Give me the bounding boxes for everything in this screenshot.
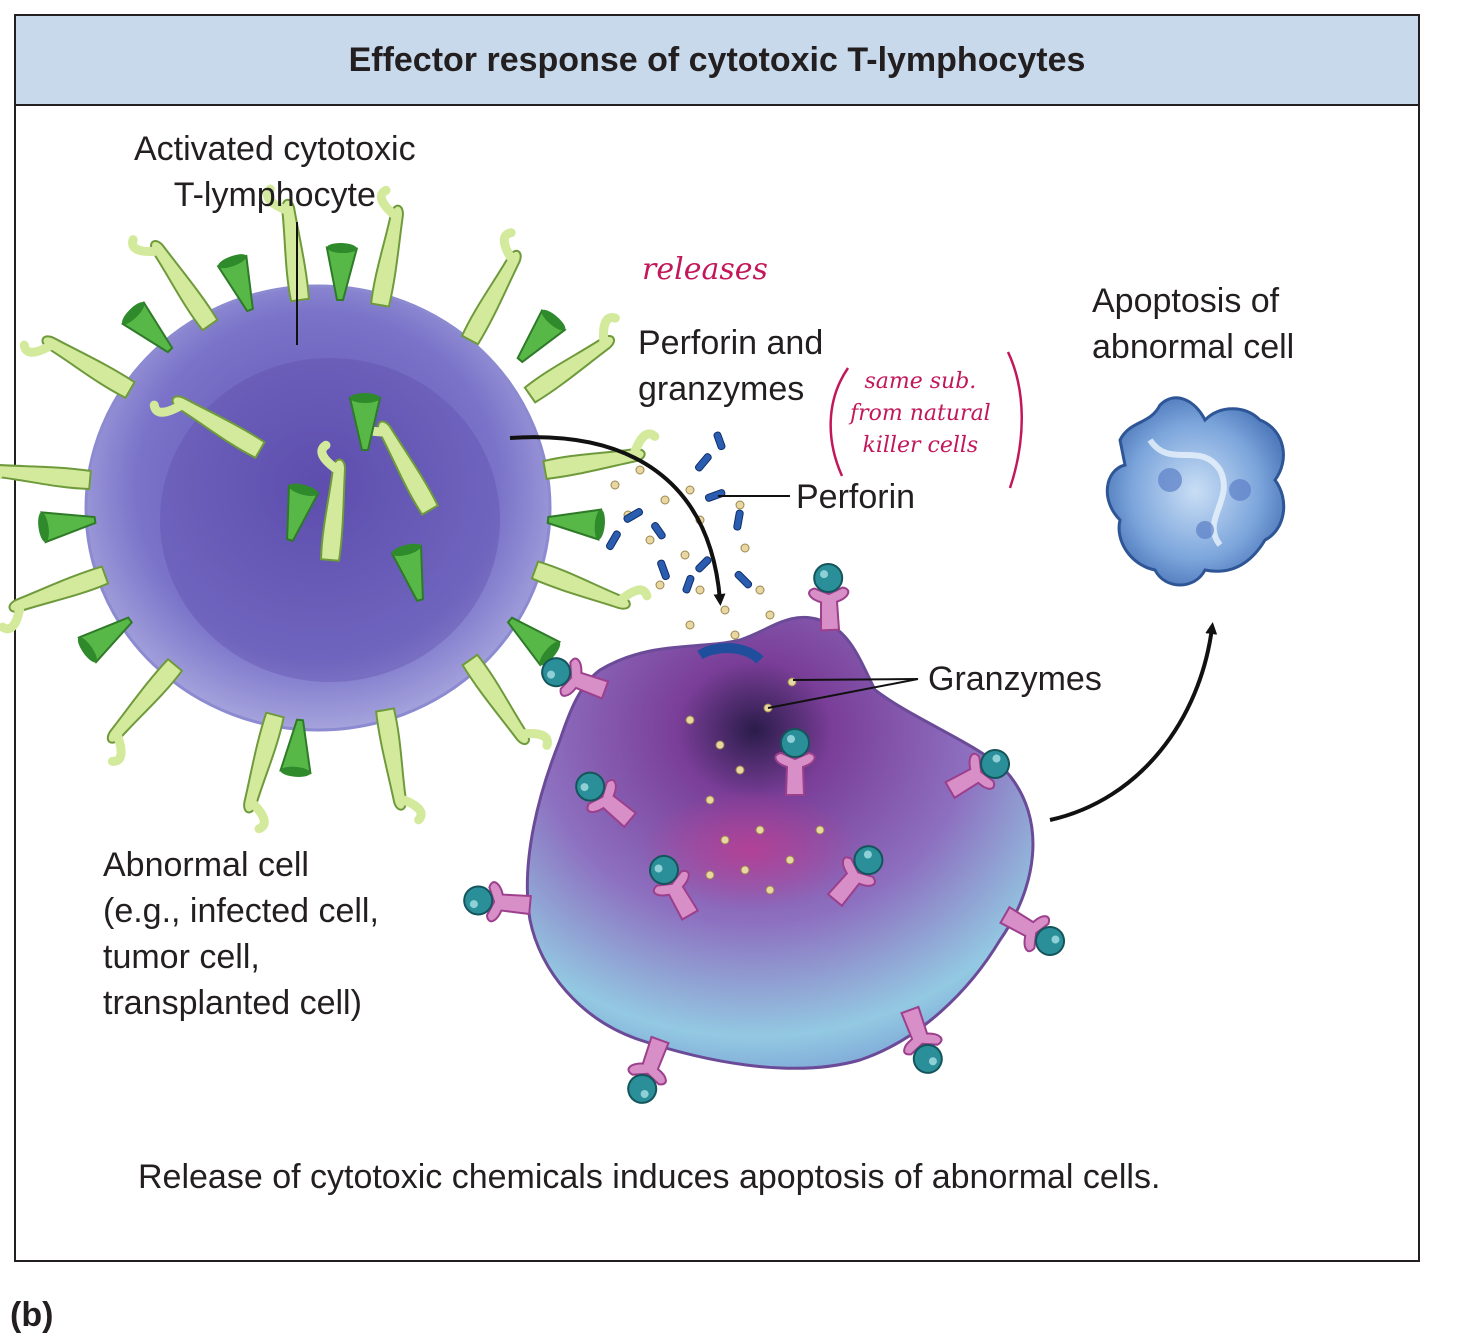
annotation-bracket xyxy=(829,351,1023,489)
release-arrow xyxy=(509,435,726,606)
figure-caption: Release of cytotoxic chemicals induces a… xyxy=(138,1158,1161,1196)
handwritten-note: same sub. from natural killer cells xyxy=(850,369,991,458)
granzymes-label: Granzymes xyxy=(928,660,1102,698)
apoptosis-label: Apoptosis of abnormal cell xyxy=(1092,282,1295,366)
tcell-label: Activated cytotoxic T-lymphocyte xyxy=(134,130,416,214)
granzyme-granules xyxy=(610,465,825,895)
perforin-label: Perforin xyxy=(796,478,916,516)
figure-header: Effector response of cytotoxic T-lymphoc… xyxy=(16,16,1418,106)
apoptosis-arrow xyxy=(1049,622,1218,822)
handwritten-releases: releases xyxy=(642,252,768,287)
figure-title: Effector response of cytotoxic T-lymphoc… xyxy=(348,40,1086,79)
apoptotic-cell xyxy=(1105,396,1286,587)
perforin-molecules xyxy=(606,431,753,594)
abnormal-cell xyxy=(525,615,1035,1070)
leader-lines xyxy=(296,222,919,709)
panel-label: (b) xyxy=(10,1296,54,1334)
abnormal-cell-label: Abnormal cell (e.g., infected cell, tumo… xyxy=(103,846,379,1022)
perforin-granzymes-label: Perforin and granzymes xyxy=(638,324,824,408)
